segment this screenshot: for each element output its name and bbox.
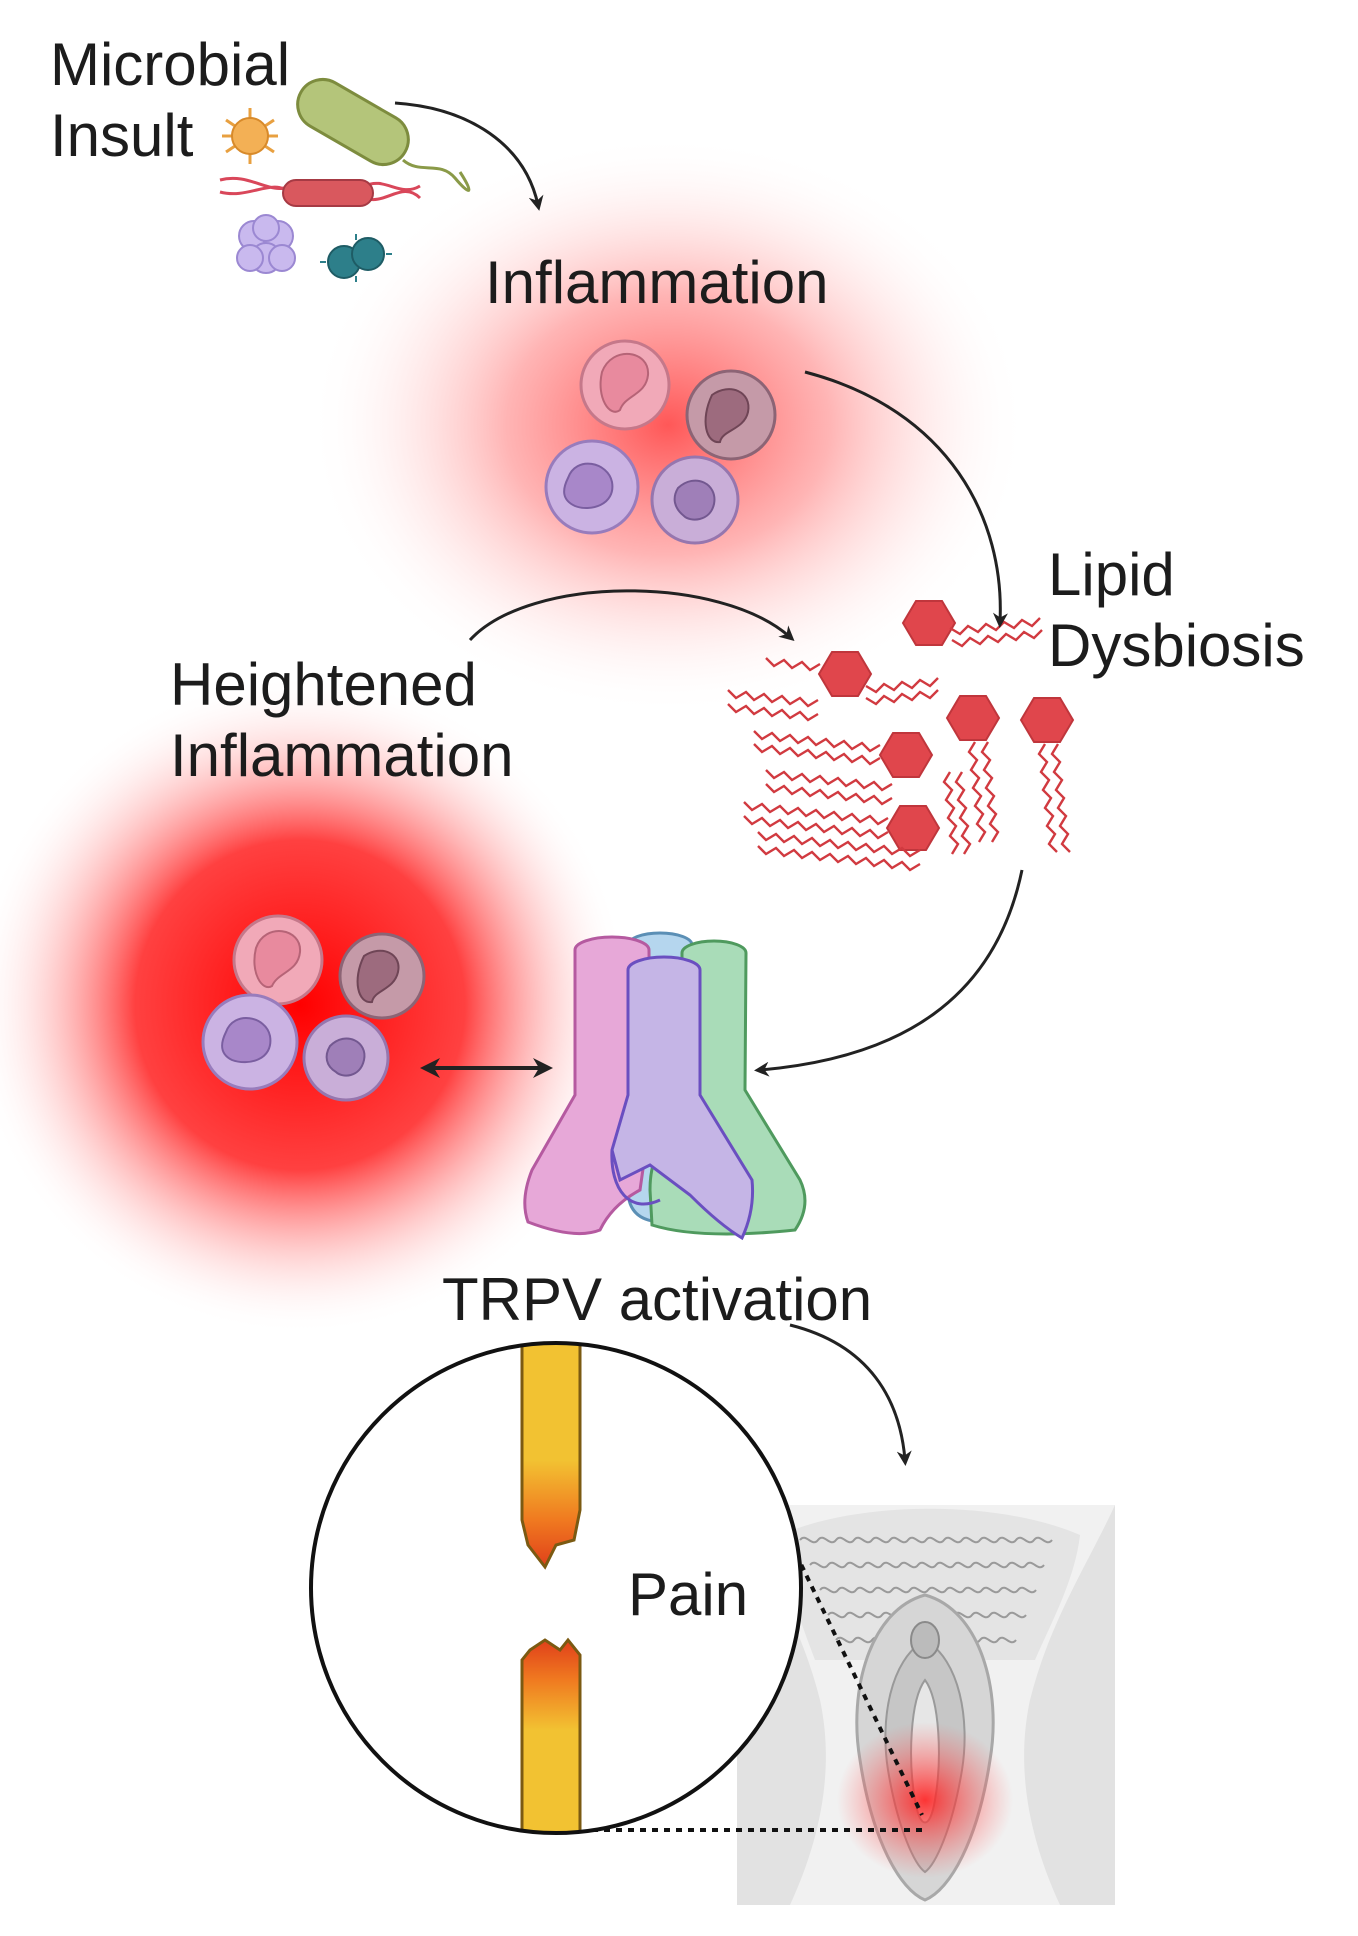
lipid-headgroup <box>817 651 873 697</box>
arrow-heightened-to-lipid <box>468 589 795 642</box>
immune-cell-cluster <box>544 339 777 545</box>
immune-cell-icon <box>201 993 299 1091</box>
immune-cell-cluster-heightened <box>201 914 426 1102</box>
microbial-insult-label: Microbial Insult <box>50 31 291 169</box>
diplococcus-icon <box>320 234 392 282</box>
immune-cell-icon <box>544 439 640 535</box>
inflammation-glow <box>308 135 1028 715</box>
nerve-icon <box>520 1343 582 1833</box>
heightened-inflammation-label: Heightened Inflammation <box>170 651 514 789</box>
rod-bacterium-icon <box>296 78 471 192</box>
bacteria-icon <box>219 78 471 282</box>
trpv-activation-label: TRPV activation <box>442 1266 873 1333</box>
lipid-headgroup <box>1019 697 1075 743</box>
immune-cell-icon <box>302 1014 390 1102</box>
lipid-icon <box>727 600 1075 872</box>
magnified-nerve-view <box>309 1341 803 1835</box>
cocci-cluster-icon <box>236 214 296 274</box>
lipid-headgroup <box>945 695 1001 741</box>
virus-icon <box>222 108 278 164</box>
flagellated-bacterium-icon <box>219 176 422 207</box>
immune-cell-icon <box>232 914 324 1006</box>
arrow-inflammation-to-lipid <box>804 370 1008 628</box>
arrow-trpv-to-pain <box>789 1323 912 1466</box>
pain-label: Pain <box>628 1561 749 1628</box>
lipid-tails <box>727 617 1071 872</box>
lipid-dysbiosis-label: Lipid Dysbiosis <box>1048 541 1305 679</box>
inflammation-label: Inflammation <box>485 249 829 316</box>
immune-cell-icon <box>579 339 671 431</box>
flow-arrows <box>394 101 1024 1466</box>
pain-hotspot <box>837 1722 1013 1878</box>
lipid-headgroup <box>901 600 957 646</box>
immune-cell-icon <box>650 455 740 545</box>
arrow-lipid-to-trpv <box>754 869 1024 1077</box>
lipid-headgroup <box>885 805 941 851</box>
trpv-channel-icon <box>523 931 807 1241</box>
immune-cell-icon <box>685 369 777 461</box>
trpv-subunit-purple <box>610 955 754 1241</box>
zoom-lines <box>556 1499 924 1832</box>
lipid-headgroup <box>878 732 934 778</box>
arrow-microbial-to-inflammation <box>394 101 544 211</box>
heightened-inflammation-glow <box>0 675 630 1335</box>
immune-cell-icon <box>338 932 426 1020</box>
